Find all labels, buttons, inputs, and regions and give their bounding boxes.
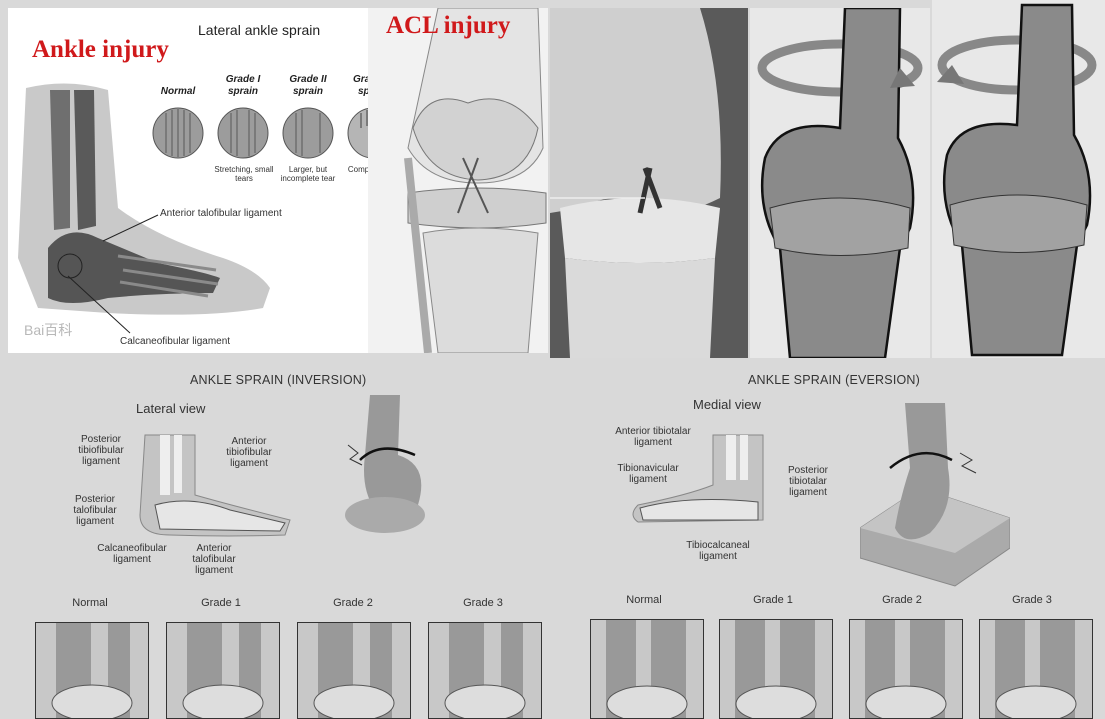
inversion-thumb-grade3	[428, 622, 542, 719]
eversion-thumb-grade2	[849, 619, 963, 719]
posterior-tibiotalar-label: Posterior tibiotalar ligament	[774, 465, 842, 498]
grade-2-caption: Larger, but incomplete tear	[278, 165, 338, 183]
acl-knee-panel: ACL injury	[368, 8, 548, 353]
eversion-thumb-grade1	[719, 619, 833, 719]
anterior-tibiofibular-label: Anterior tibiofibular ligament	[214, 436, 284, 469]
acl-rotation-panel-2	[932, 0, 1105, 358]
tibionavicular-label: Tibionavicular ligament	[606, 463, 690, 485]
anterior-talofibular-label: Anterior talofibular ligament	[160, 208, 282, 219]
eversion-title: ANKLE SPRAIN (EVERSION)	[748, 373, 920, 387]
grade-1-caption: Stretching, small tears	[214, 165, 274, 183]
inversion-foot-illustration	[340, 395, 440, 545]
calcaneofibular-label: Calcaneofibular ligament	[120, 336, 230, 347]
inversion-grade-2: Grade 2	[308, 597, 398, 609]
anterior-tibiotalar-label: Anterior tibiotalar ligament	[608, 426, 698, 448]
ankle-injury-panel: Ankle injury Lateral ankle sprain Normal…	[8, 8, 400, 353]
grade-header-normal: Normal	[154, 86, 202, 98]
knee-front-illustration	[368, 8, 548, 353]
inversion-view-title: Lateral view	[136, 401, 205, 416]
inversion-thumb-grade1	[166, 622, 280, 719]
eversion-grade-normal: Normal	[599, 594, 689, 606]
eversion-view-title: Medial view	[693, 397, 761, 412]
posterior-tibiofibular-label: Posterior tibiofibular ligament	[66, 434, 136, 467]
eversion-thumb-normal	[590, 619, 704, 719]
inversion-grade-3: Grade 3	[438, 597, 528, 609]
eversion-grade-2: Grade 2	[857, 594, 947, 606]
inversion-title: ANKLE SPRAIN (INVERSION)	[190, 373, 366, 387]
acl-rotation-panel-1	[750, 8, 930, 358]
calcaneofibular-inv-label: Calcaneofibular ligament	[92, 543, 172, 565]
watermark: Bai百科	[24, 320, 72, 340]
inversion-thumb-grade2	[297, 622, 411, 719]
eversion-foot-illustration	[860, 398, 1010, 588]
ankle-injury-title: Ankle injury	[32, 36, 169, 64]
acl-closeup-panel	[550, 8, 748, 358]
inversion-grade-1: Grade 1	[176, 597, 266, 609]
acl-closeup-illustration	[550, 8, 748, 358]
posterior-talofibular-label: Posterior talofibular ligament	[62, 494, 128, 527]
inversion-grade-normal: Normal	[45, 597, 135, 609]
anterior-talofibular-inv-label: Anterior talofibular ligament	[184, 543, 244, 576]
acl-injury-title: ACL injury	[386, 12, 510, 40]
knee-rotation-illustration-1	[750, 8, 930, 358]
tibiocalcaneal-label: Tibiocalcaneal ligament	[680, 540, 756, 562]
grade-header-2: Grade II sprain	[285, 74, 331, 98]
knee-rotation-illustration-2	[932, 0, 1105, 358]
eversion-thumb-grade3	[979, 619, 1093, 719]
lateral-ankle-sprain-title: Lateral ankle sprain	[198, 22, 320, 38]
eversion-grade-3: Grade 3	[987, 594, 1077, 606]
grade-header-1: Grade I sprain	[220, 74, 266, 98]
inversion-thumb-normal	[35, 622, 149, 719]
eversion-grade-1: Grade 1	[728, 594, 818, 606]
